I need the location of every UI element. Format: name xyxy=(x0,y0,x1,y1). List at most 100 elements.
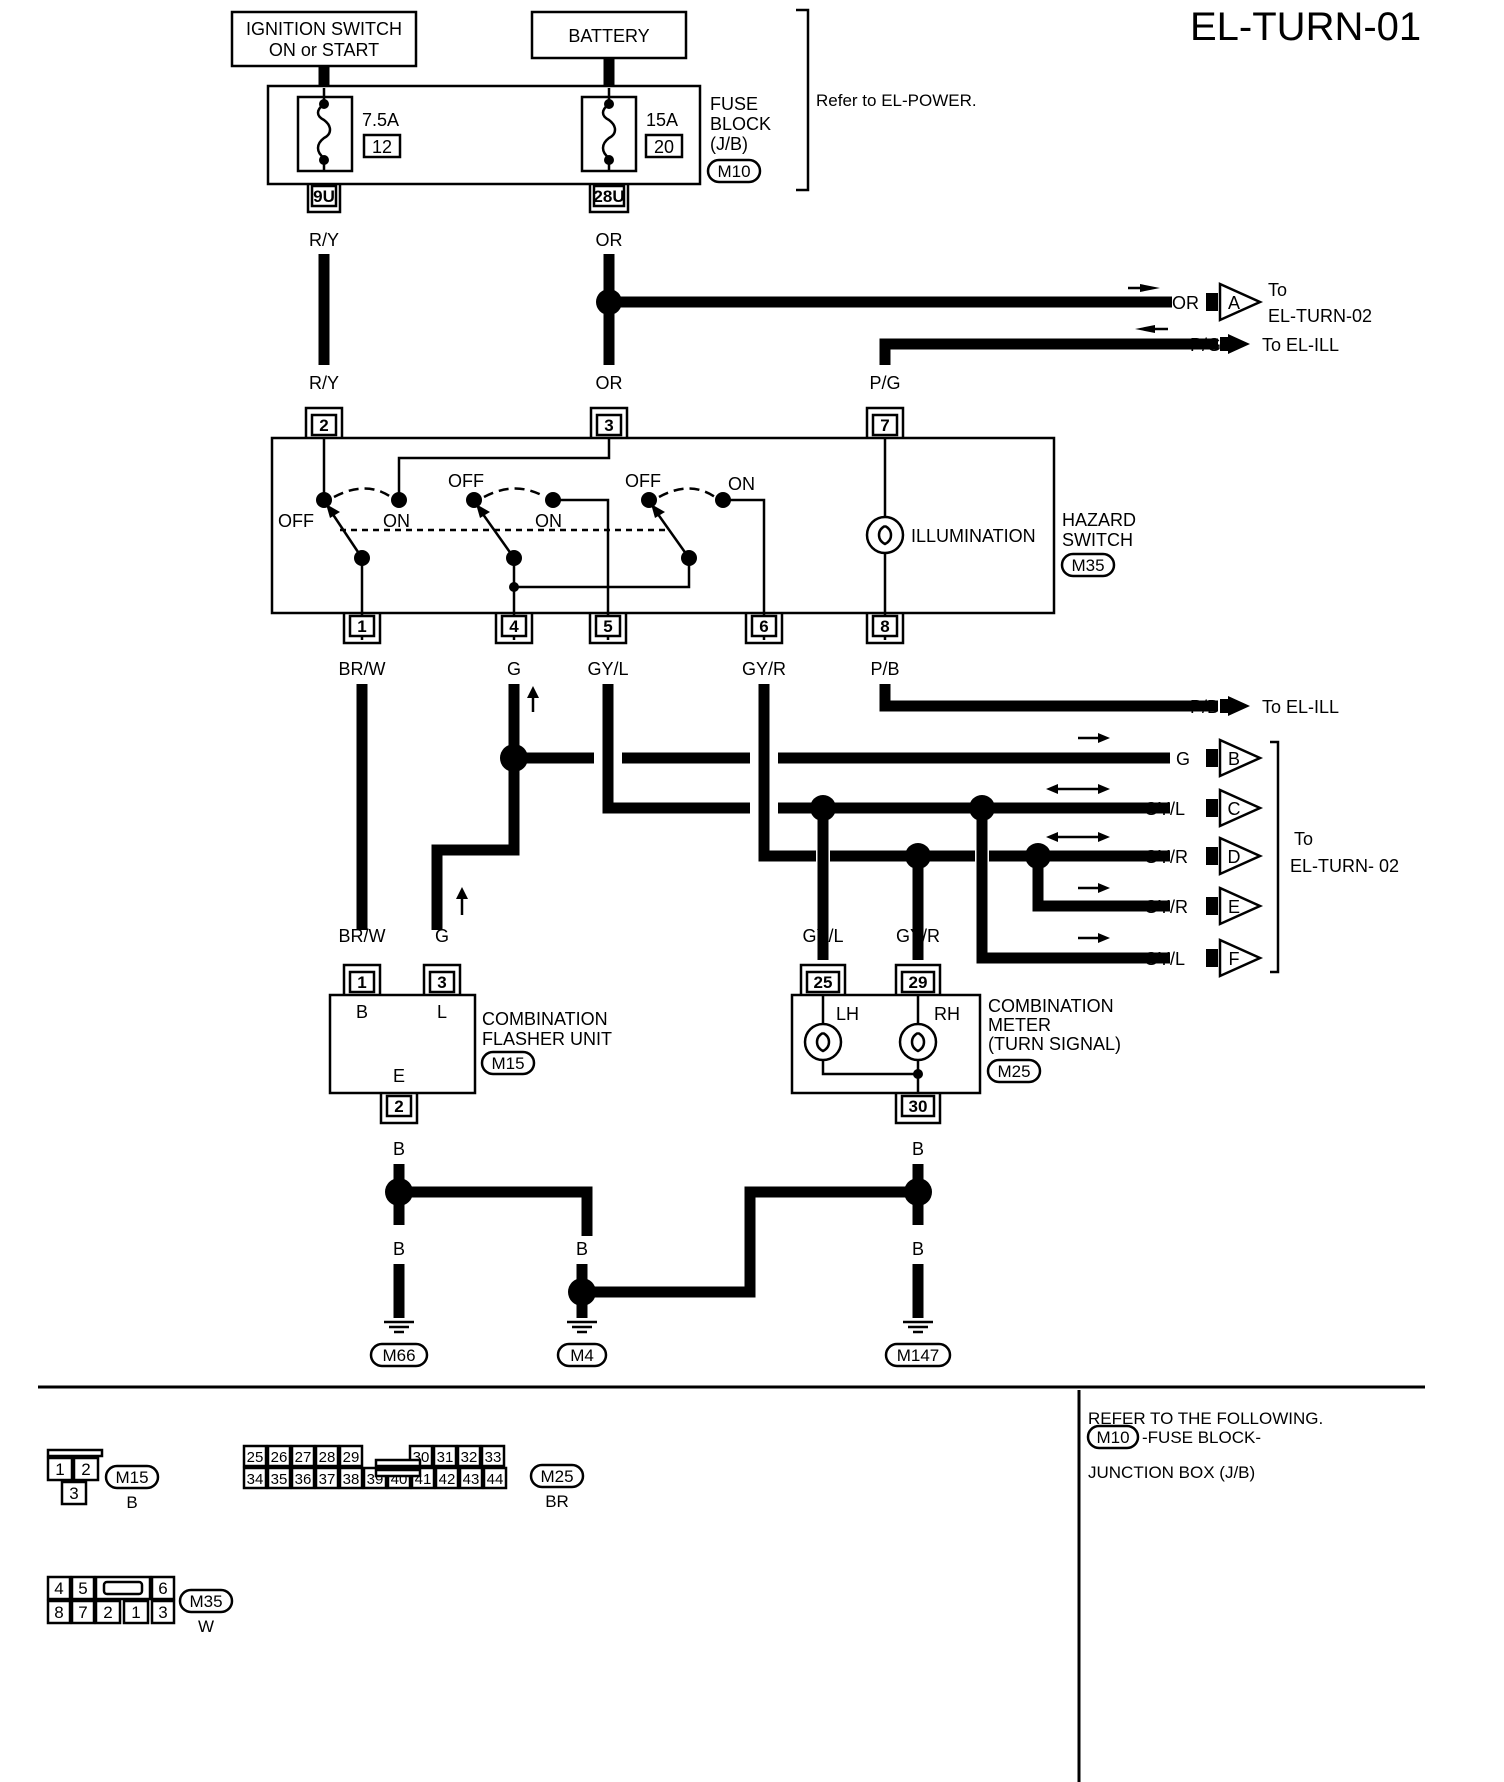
svg-text:1: 1 xyxy=(357,973,366,992)
connector-pin-label: 34 xyxy=(247,1471,264,1488)
connector-cell xyxy=(458,1466,484,1490)
svg-text:ILLUMINATION: ILLUMINATION xyxy=(911,526,1036,546)
svg-text:GY/L: GY/L xyxy=(587,659,628,679)
svg-text:BR/W: BR/W xyxy=(339,926,386,946)
svg-text:D: D xyxy=(1228,847,1241,867)
svg-text:1: 1 xyxy=(131,1603,140,1622)
flasher-unit-label: COMBINATION xyxy=(482,1009,608,1029)
svg-text:BR/W: BR/W xyxy=(339,659,386,679)
svg-text:4: 4 xyxy=(509,617,519,636)
svg-text:M35: M35 xyxy=(189,1592,222,1611)
svg-text:6: 6 xyxy=(759,617,768,636)
offpage-connector-e: E xyxy=(1218,886,1264,926)
svg-text:B: B xyxy=(393,1239,405,1259)
svg-text:M10: M10 xyxy=(1096,1428,1129,1447)
svg-text:B: B xyxy=(744,1239,756,1259)
connector-cell xyxy=(290,1466,316,1490)
svg-text:1: 1 xyxy=(55,1460,64,1479)
svg-text:ON or START: ON or START xyxy=(269,40,379,60)
svg-text:B: B xyxy=(576,1239,588,1259)
combination-meter: 25 29 LH RH 30 xyxy=(790,963,982,1125)
svg-text:P/G: P/G xyxy=(869,373,900,393)
svg-text:4: 4 xyxy=(54,1579,63,1598)
svg-text:P/G: P/G xyxy=(1190,335,1221,355)
svg-text:IGNITION SWITCH: IGNITION SWITCH xyxy=(246,19,402,39)
connector-cell xyxy=(314,1444,340,1468)
svg-text:7.5A: 7.5A xyxy=(362,110,399,130)
connector-cell xyxy=(242,1466,268,1490)
connector-cell xyxy=(338,1444,364,1468)
svg-text:20: 20 xyxy=(654,137,674,157)
svg-text:B: B xyxy=(356,1002,368,1022)
svg-text:M15: M15 xyxy=(491,1054,524,1073)
svg-text:R/Y: R/Y xyxy=(309,373,339,393)
connector-cell xyxy=(314,1466,340,1490)
svg-text:(J/B): (J/B) xyxy=(710,134,748,154)
flow-arrows xyxy=(1046,733,1110,943)
connector-pin-label: 29 xyxy=(343,1449,360,1466)
svg-text:-FUSE BLOCK-: -FUSE BLOCK- xyxy=(1142,1428,1261,1447)
svg-text:JUNCTION BOX (J/B): JUNCTION BOX (J/B) xyxy=(1088,1463,1255,1482)
connector-cell xyxy=(266,1444,292,1468)
svg-text:M35: M35 xyxy=(1071,556,1104,575)
svg-text:15A: 15A xyxy=(646,110,678,130)
connector-pin-label: 37 xyxy=(319,1471,336,1488)
svg-text:B: B xyxy=(393,1139,405,1159)
svg-text:2: 2 xyxy=(319,416,328,435)
ground-m147: M147 xyxy=(884,1320,952,1368)
svg-text:B: B xyxy=(912,1139,924,1159)
svg-text:5: 5 xyxy=(603,617,612,636)
connector-cell xyxy=(434,1466,460,1490)
svg-text:BLOCK: BLOCK xyxy=(710,114,771,134)
svg-text:1: 1 xyxy=(357,617,366,636)
svg-text:GY/R: GY/R xyxy=(742,659,786,679)
connector-m35-face: 4 5 6 8 7 2 1 3 M35 W xyxy=(46,1575,234,1636)
combination-flasher-unit: 1 3 B L E 2 xyxy=(328,963,477,1125)
svg-text:7: 7 xyxy=(78,1603,87,1622)
svg-text:E: E xyxy=(393,1066,405,1086)
svg-text:G: G xyxy=(507,659,521,679)
svg-text:3: 3 xyxy=(437,973,446,992)
svg-text:2: 2 xyxy=(103,1603,112,1622)
connector-pin-label: 28 xyxy=(319,1449,336,1466)
connector-pin-label: 43 xyxy=(463,1471,480,1488)
svg-text:EL-TURN-02: EL-TURN-02 xyxy=(1268,306,1372,326)
svg-text:GY/L: GY/L xyxy=(1144,949,1185,969)
svg-text:GY/R: GY/R xyxy=(1144,897,1188,917)
connector-pin-label: 35 xyxy=(271,1471,288,1488)
connector-pin-label: 25 xyxy=(247,1449,264,1466)
svg-text:8: 8 xyxy=(880,617,889,636)
terminal-28u: 28U xyxy=(588,184,630,214)
svg-text:R/Y: R/Y xyxy=(309,230,339,250)
hazard-switch: 2 3 7 OFF ON OFF ON xyxy=(270,406,1056,645)
svg-text:OFF: OFF xyxy=(625,471,661,491)
connector-pin-label: 42 xyxy=(439,1471,456,1488)
connector-pin-label: 32 xyxy=(461,1449,478,1466)
connector-pin-label: 36 xyxy=(295,1471,312,1488)
svg-text:To: To xyxy=(1294,829,1313,849)
svg-text:GY/R: GY/R xyxy=(1144,847,1188,867)
svg-text:BR: BR xyxy=(545,1492,569,1511)
svg-text:B: B xyxy=(1228,749,1240,769)
svg-text:To EL-ILL: To EL-ILL xyxy=(1262,335,1339,355)
svg-text:SWITCH: SWITCH xyxy=(1062,530,1133,550)
svg-text:P/B: P/B xyxy=(870,659,899,679)
offpage-connector-f: F xyxy=(1218,938,1264,978)
arrow-to-el-ill-pg xyxy=(1228,334,1250,354)
svg-text:2: 2 xyxy=(81,1460,90,1479)
svg-text:E: E xyxy=(1228,897,1240,917)
svg-text:5: 5 xyxy=(78,1579,87,1598)
svg-text:GY/L: GY/L xyxy=(1144,799,1185,819)
connector-cell xyxy=(266,1466,292,1490)
svg-text:B: B xyxy=(912,1239,924,1259)
svg-text:EL-TURN- 02: EL-TURN- 02 xyxy=(1290,856,1399,876)
svg-text:W: W xyxy=(198,1617,214,1636)
svg-text:OR: OR xyxy=(596,230,623,250)
svg-text:OFF: OFF xyxy=(448,471,484,491)
diagram-title: EL-TURN-01 xyxy=(1190,5,1421,49)
svg-text:3: 3 xyxy=(604,416,613,435)
fuse-block-label: FUSE xyxy=(710,94,758,114)
svg-text:25: 25 xyxy=(814,973,833,992)
refer-el-power: Refer to EL-POWER. xyxy=(816,91,977,110)
connector-pin-label: 26 xyxy=(271,1449,288,1466)
